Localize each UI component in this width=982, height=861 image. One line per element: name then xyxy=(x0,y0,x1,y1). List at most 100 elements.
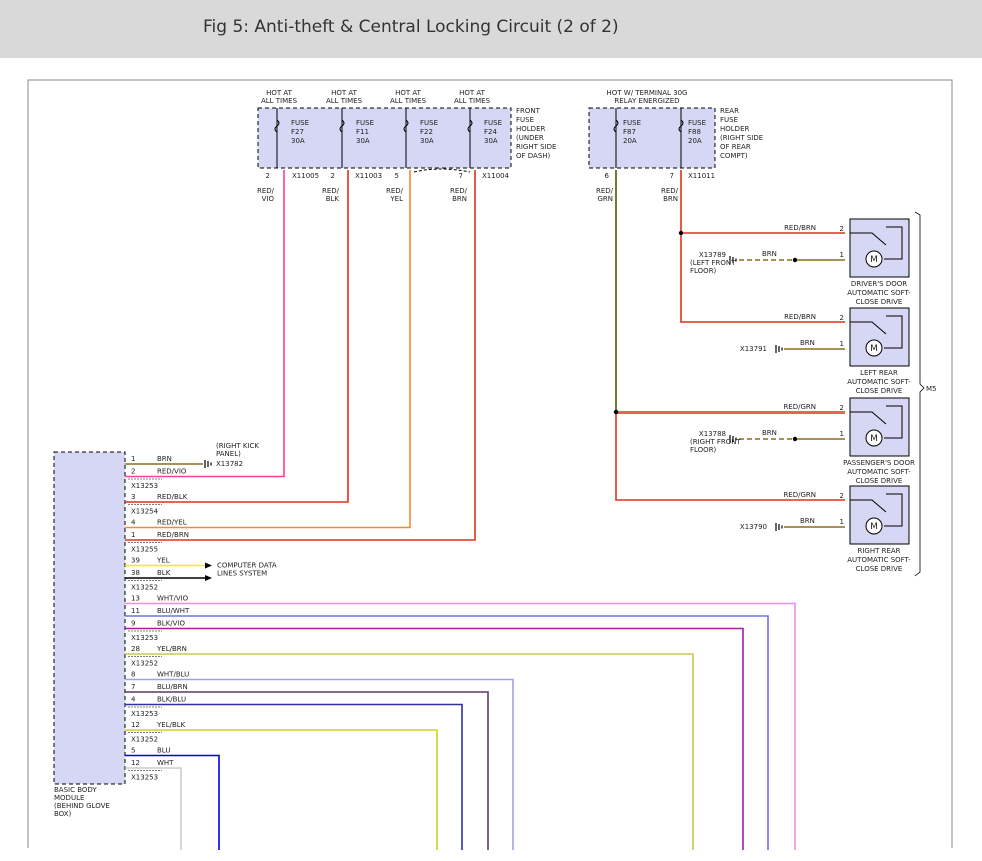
pin-number: 3 xyxy=(131,493,135,501)
switch-symbol xyxy=(884,315,903,349)
drive-label: AUTOMATIC SOFT- xyxy=(847,289,911,297)
wire-color-label: BRN xyxy=(800,339,815,347)
wire-yel-brn xyxy=(125,653,694,850)
connector-label: X11005 xyxy=(292,172,319,180)
pin-number: 2 xyxy=(131,468,135,476)
connector-label: X13253 xyxy=(131,710,158,718)
fuse-label: F11 xyxy=(356,128,369,136)
wire-color-label: BLU xyxy=(157,747,170,755)
ground-label: X13791 xyxy=(740,345,767,353)
switch-symbol xyxy=(850,411,887,425)
wire-color-label: BLK/BLU xyxy=(157,696,186,704)
hot-w-terminal-30g-label: HOT W/ TERMINAL 30G xyxy=(607,89,688,97)
wire-blu xyxy=(125,754,220,850)
splice-dot xyxy=(792,436,798,442)
pin-number: 2 xyxy=(840,225,844,233)
pin-number: 4 xyxy=(131,519,136,527)
soft-close-drive-box xyxy=(849,307,910,367)
drive-label: AUTOMATIC SOFT- xyxy=(847,378,911,386)
motor-symbol xyxy=(865,250,883,268)
fuse-label: FUSE xyxy=(420,119,438,127)
drive-label: LEFT REAR xyxy=(860,369,898,377)
wire-color-label: RED/ xyxy=(386,187,404,195)
hot-at-all-times-label: ALL TIMES xyxy=(454,97,491,105)
rear-fuse-holder-label: COMPT) xyxy=(720,152,748,160)
pin-number: 6 xyxy=(605,172,610,180)
wire-color-label: RED/YEL xyxy=(157,519,187,527)
rear-fuse-holder-label: FUSE xyxy=(720,116,738,124)
motor-symbol xyxy=(865,339,883,357)
connector-label: X11003 xyxy=(355,172,382,180)
wire-color-label: WHT xyxy=(157,759,174,767)
fuse-label: FUSE xyxy=(688,119,706,127)
pin-number: 4 xyxy=(131,696,136,704)
drive-label: CLOSE DRIVE xyxy=(856,565,903,573)
pin-number: 7 xyxy=(131,683,135,691)
pin-number: 2 xyxy=(840,492,844,500)
wire-color-label: WHT/BLU xyxy=(157,671,189,679)
rear-fuse-holder-label: HOLDER xyxy=(720,125,749,133)
pin-number: 1 xyxy=(840,430,844,438)
hot-w-terminal-30g-label: RELAY ENERGIZED xyxy=(614,97,679,105)
wire-blk-blu xyxy=(125,703,463,850)
ground-location-label: (RIGHT FRONT xyxy=(690,438,741,446)
wire-color-label: VIO xyxy=(262,195,275,203)
figure-title: Fig 5: Anti-theft & Central Locking Circ… xyxy=(203,17,619,37)
fuse-label: 30A xyxy=(291,137,305,145)
pin-number: 2 xyxy=(266,172,270,180)
wire-wht-vio xyxy=(125,602,796,850)
wire-color-label: YEL xyxy=(389,195,403,203)
wire-color-label: BRN xyxy=(762,250,777,258)
front-fuse-holder-label: FUSE xyxy=(516,116,534,124)
pin-number: 1 xyxy=(131,455,135,463)
motor-label: M xyxy=(870,255,878,265)
drive-label: AUTOMATIC SOFT- xyxy=(847,556,911,564)
hot-at-all-times-label: HOT AT xyxy=(459,89,486,97)
wire-red-yel xyxy=(125,170,411,529)
module-label: BOX) xyxy=(54,810,72,818)
fuse-label: F27 xyxy=(291,128,304,136)
wire-color-label: BLK xyxy=(157,569,171,577)
wire-color-label: BLK/VIO xyxy=(157,620,186,628)
computer-data-lines-label: LINES SYSTEM xyxy=(217,570,267,578)
drive-group-label: M5 xyxy=(926,385,937,393)
pin-number: 2 xyxy=(840,314,844,322)
front-fuse-holder-label: FRONT xyxy=(516,107,541,115)
switch-symbol xyxy=(850,321,887,335)
wire-wht xyxy=(125,767,182,850)
ground-label: X13788 xyxy=(699,430,726,438)
arrow-head xyxy=(205,575,212,581)
connector-label: X13253 xyxy=(131,634,158,642)
splice-dot xyxy=(678,230,684,236)
wire-blu-wht xyxy=(125,615,769,850)
front-fuse-holder-label: HOLDER xyxy=(516,125,545,133)
splice-dot xyxy=(792,257,798,263)
soft-close-drive-box xyxy=(849,397,910,457)
connector-label: X13252 xyxy=(131,584,158,592)
pin-number: 2 xyxy=(331,172,335,180)
hot-at-all-times-label: HOT AT xyxy=(331,89,358,97)
wire-color-label: WHT/VIO xyxy=(157,595,189,603)
wire-color-label: BRN xyxy=(157,455,172,463)
wire-color-label: BRN xyxy=(800,517,815,525)
wire-color-label: BLU/BRN xyxy=(157,683,188,691)
fuse-label: FUSE xyxy=(356,119,374,127)
drive-label: CLOSE DRIVE xyxy=(856,298,903,306)
wire-yel-blk xyxy=(125,729,438,850)
switch-symbol xyxy=(884,493,903,527)
front-fuse-holder xyxy=(257,107,512,169)
rear-fuse-holder-label: (RIGHT SIDE xyxy=(720,134,763,142)
wire-color-label: RED/ xyxy=(596,187,614,195)
wire-color-label: RED/GRN xyxy=(783,403,816,411)
pin-number: 1 xyxy=(840,518,844,526)
drive-group-bracket xyxy=(914,211,925,577)
basic-body-module xyxy=(53,451,126,785)
connector-label: X13254 xyxy=(131,508,159,516)
ground-location-label: PANEL) xyxy=(216,450,241,458)
wire-color-label: RED/ xyxy=(257,187,275,195)
wire-red-vio xyxy=(125,170,285,478)
wire-red-brn xyxy=(680,170,845,323)
wire-blk-vio xyxy=(125,627,744,850)
pin-number: 11 xyxy=(131,607,140,615)
connector-label: X11011 xyxy=(688,172,715,180)
